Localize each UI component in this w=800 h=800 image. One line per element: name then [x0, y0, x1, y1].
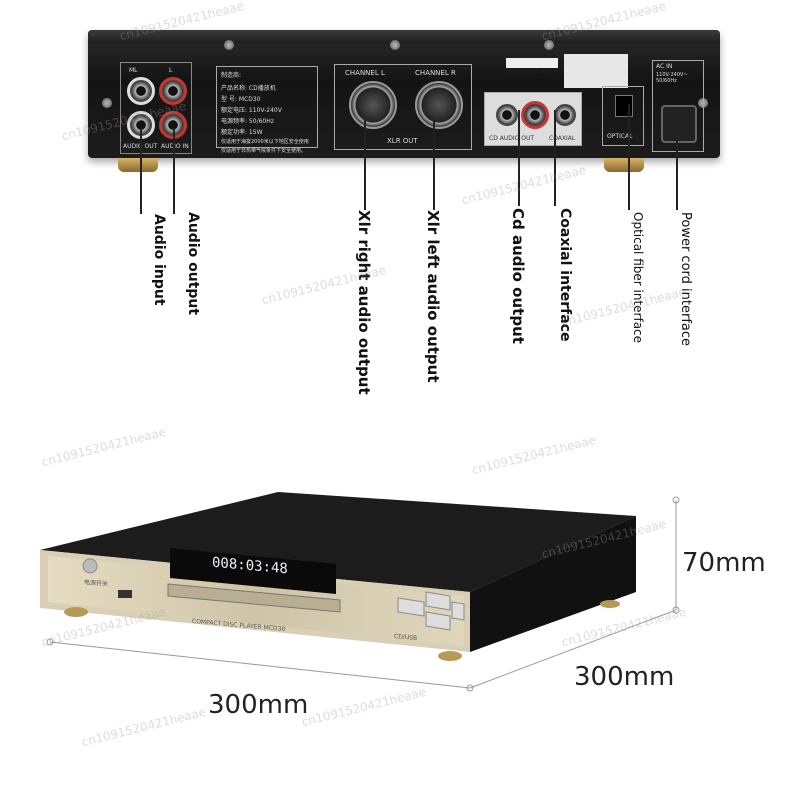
nav-button-down[interactable] — [425, 611, 451, 631]
xlr-group: CHANNEL L CHANNEL R XLR OUT — [334, 64, 472, 150]
power-button-icon[interactable] — [82, 558, 98, 574]
callout-label-coaxial: Coaxial interface — [557, 208, 573, 342]
watermark: cn1091520421heaae — [40, 424, 168, 470]
spec-line: 额定电压: 110V-240V — [221, 107, 282, 114]
callout-label-xlr-right: Xlr right audio output — [355, 210, 373, 395]
ac-in-label: AC IN — [656, 63, 673, 70]
spec-line: 产品名称: CD播放机 — [221, 85, 276, 92]
watermark: cn1091520421heaae — [470, 432, 598, 478]
disc-tray[interactable] — [167, 583, 341, 613]
callout-line — [676, 118, 678, 210]
optical-port-icon — [615, 95, 633, 117]
power-socket-icon — [661, 105, 697, 143]
callout-line — [554, 110, 556, 206]
jack-label: L — [169, 67, 173, 74]
channel-r-label: CHANNEL R — [415, 69, 456, 77]
callout-label-audio-input: Audio input — [151, 214, 167, 306]
player-top — [40, 492, 636, 592]
spec-line: 仅适用于非热带气候条件下安全使用。 — [221, 148, 307, 154]
foot-icon — [604, 158, 644, 172]
rear-panel-top-lip — [88, 30, 720, 44]
dimension-end-icon — [466, 684, 474, 692]
screw-icon — [102, 98, 112, 108]
nav-button-right[interactable] — [451, 601, 465, 621]
rca-jack-icon — [127, 77, 155, 105]
foot-icon — [64, 607, 88, 617]
spec-line: 型 号: MCD30 — [221, 96, 261, 103]
ac-in-frequency: 50/60Hz — [656, 78, 677, 84]
callout-label-xlr-left: Xlr left audio output — [424, 210, 442, 383]
spec-line: 仅适用于海拔2000米以下地区安全使用 — [221, 139, 309, 145]
spec-title: 制造商: — [221, 72, 242, 79]
callout-line — [173, 128, 175, 214]
ac-in-voltage: 110V-240V~ — [656, 72, 688, 78]
callout-label-cd-audio-output: Cd audio output — [509, 208, 527, 344]
xlr-out-label: XLR OUT — [387, 137, 418, 145]
dimension-end-icon — [672, 606, 680, 614]
usb-port-icon — [118, 590, 132, 598]
spec-plate: 制造商: 产品名称: CD播放机 型 号: MCD30 额定电压: 110V-2… — [216, 66, 318, 154]
serial-sticker: 20230307 42 — [506, 58, 558, 75]
spec-line: 额定功率: 15W — [221, 129, 263, 136]
rca-jack-icon — [521, 101, 549, 129]
callout-line — [433, 120, 435, 210]
callout-label-optical: Optical fiber interface — [631, 212, 645, 344]
player-side — [470, 516, 636, 652]
optical-group: OPTICAL — [602, 86, 644, 146]
optical-label: OPTICAL — [607, 133, 633, 140]
nav-button-left[interactable] — [397, 597, 425, 617]
warning-label-icon — [564, 54, 628, 88]
foot-icon — [118, 158, 158, 172]
coaxial-label: COAXIAL — [549, 135, 576, 142]
dimension-line-depth — [469, 609, 677, 689]
screw-icon — [544, 40, 554, 50]
display-panel — [170, 548, 336, 594]
xlr-connector-icon — [349, 81, 397, 129]
callout-line — [628, 104, 630, 210]
callout-label-power: Power cord interface — [678, 212, 693, 347]
cd-output-group: CD AUDIO OUT COAXIAL — [484, 92, 582, 146]
dimension-end-icon — [46, 638, 54, 646]
watermark: cn1091520421heaae — [460, 162, 588, 208]
screw-icon — [390, 40, 400, 50]
dimension-line-width — [49, 641, 471, 689]
dimension-width: 300mm — [208, 690, 309, 720]
nav-button-up[interactable] — [425, 591, 451, 611]
callout-label-audio-output: Audio output — [185, 212, 201, 316]
rca-jack-icon — [493, 101, 521, 129]
ac-in-group: AC IN 110V-240V~ 50/60Hz — [652, 60, 704, 152]
jack-label: ML — [129, 67, 138, 74]
dimension-end-icon — [672, 496, 680, 504]
cd-audio-out-label: CD AUDIO OUT — [489, 135, 535, 142]
front-player-illustration — [40, 492, 680, 692]
xlr-connector-icon — [415, 81, 463, 129]
spec-line: 电源频率: 50/60Hz — [221, 118, 274, 125]
serial-text: 20230307 42 — [508, 68, 549, 75]
rear-panel: ML L AUDIO OUT AUDIO IN 制造商: 产品名称: CD播放机… — [88, 30, 720, 158]
callout-line — [140, 128, 142, 214]
dimension-height: 70mm — [682, 548, 766, 578]
dimension-depth: 300mm — [574, 662, 675, 692]
screw-icon — [224, 40, 234, 50]
callout-line — [364, 120, 366, 210]
foot-icon — [438, 651, 462, 661]
foot-icon — [600, 600, 620, 608]
callout-line — [518, 110, 520, 206]
channel-l-label: CHANNEL L — [345, 69, 385, 77]
rca-jack-icon — [159, 77, 187, 105]
